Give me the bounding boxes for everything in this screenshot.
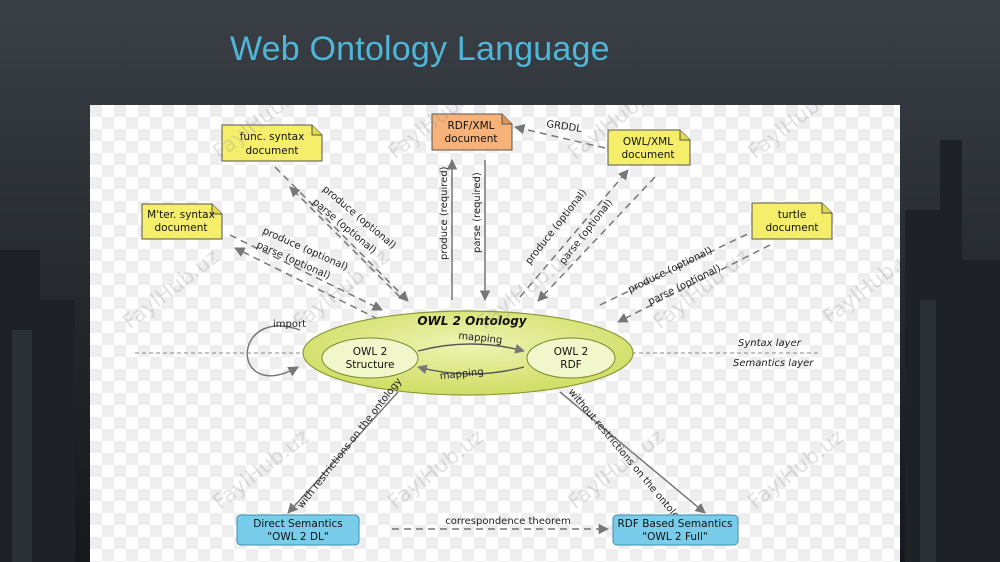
func-syntax-line1: func. syntax	[240, 131, 305, 143]
rdf-semantics-line1: RDF Based Semantics	[617, 518, 732, 530]
direct-semantics-line2: "OWL 2 DL"	[267, 531, 328, 543]
owl-xml-line1: OWL/XML	[623, 136, 673, 148]
rdf-semantics-line2: "OWL 2 Full"	[642, 531, 707, 543]
rdf-produce-label: produce (required)	[439, 166, 450, 260]
mter-syntax-edges	[229, 234, 383, 320]
mapping-label-bottom: mapping	[439, 367, 484, 383]
owl2-diagram: Syntax layer Semantics layer produce (op…	[90, 105, 900, 562]
direct-semantics-line1: Direct Semantics	[253, 518, 343, 530]
owl2-rdf-node	[526, 337, 616, 379]
owl-xml-line2: document	[622, 149, 675, 161]
turtle-document-node: turtle document	[751, 202, 833, 240]
rdf-xml-document-node: RDF/XML document	[431, 113, 513, 151]
turtle-line1: turtle	[778, 209, 807, 221]
mapping-label-top: mapping	[458, 331, 503, 347]
owl2-structure-node	[321, 337, 419, 379]
rdf-line1: OWL 2	[554, 346, 589, 358]
structure-line2: Structure	[346, 359, 395, 371]
rdf-xml-edges	[446, 158, 491, 302]
owl-xml-document-node: OWL/XML document	[607, 129, 691, 166]
mter-syntax-document-node: M'ter. syntax document	[141, 203, 223, 240]
rdf-parse-label: parse (required)	[472, 172, 483, 253]
mter-syntax-line2: document	[155, 222, 208, 234]
mapping-arrow-forward	[417, 343, 525, 354]
semantics-layer-label: Semantics layer	[733, 358, 814, 369]
grddl-label: GRDDL	[546, 119, 583, 135]
func-syntax-edges	[274, 166, 409, 302]
owl-xml-edges	[519, 169, 656, 302]
func-syntax-line2: document	[246, 145, 299, 157]
direct-semantics-node: Direct Semantics "OWL 2 DL"	[236, 514, 360, 546]
correspondence-label: correspondence theorem	[445, 516, 571, 527]
direct-semantics-edge	[287, 391, 399, 514]
structure-line1: OWL 2	[353, 346, 388, 358]
import-loop-arrow	[246, 325, 301, 377]
rdf-semantics-node: RDF Based Semantics "OWL 2 Full"	[612, 514, 739, 546]
rdf-semantics-edge	[559, 391, 706, 514]
turtle-edges	[599, 226, 771, 323]
ontology-title: OWL 2 Ontology	[417, 314, 527, 328]
mter-syntax-line1: M'ter. syntax	[147, 209, 215, 221]
turtle-line2: document	[766, 222, 819, 234]
rdf-xml-line1: RDF/XML	[447, 120, 494, 132]
grddl-edge	[513, 124, 606, 149]
slide-title: Web Ontology Language	[230, 30, 610, 68]
mapping-arrow-back	[417, 364, 525, 375]
import-label: import	[273, 319, 306, 330]
rdf-xml-line2: document	[445, 133, 498, 145]
syntax-layer-label: Syntax layer	[738, 338, 802, 349]
func-syntax-document-node: func. syntax document	[221, 124, 323, 162]
rdf-line2: RDF	[560, 359, 581, 371]
owl2-ontology-node: OWL 2 Ontology OWL 2 Structure OWL 2 RDF…	[302, 310, 634, 396]
